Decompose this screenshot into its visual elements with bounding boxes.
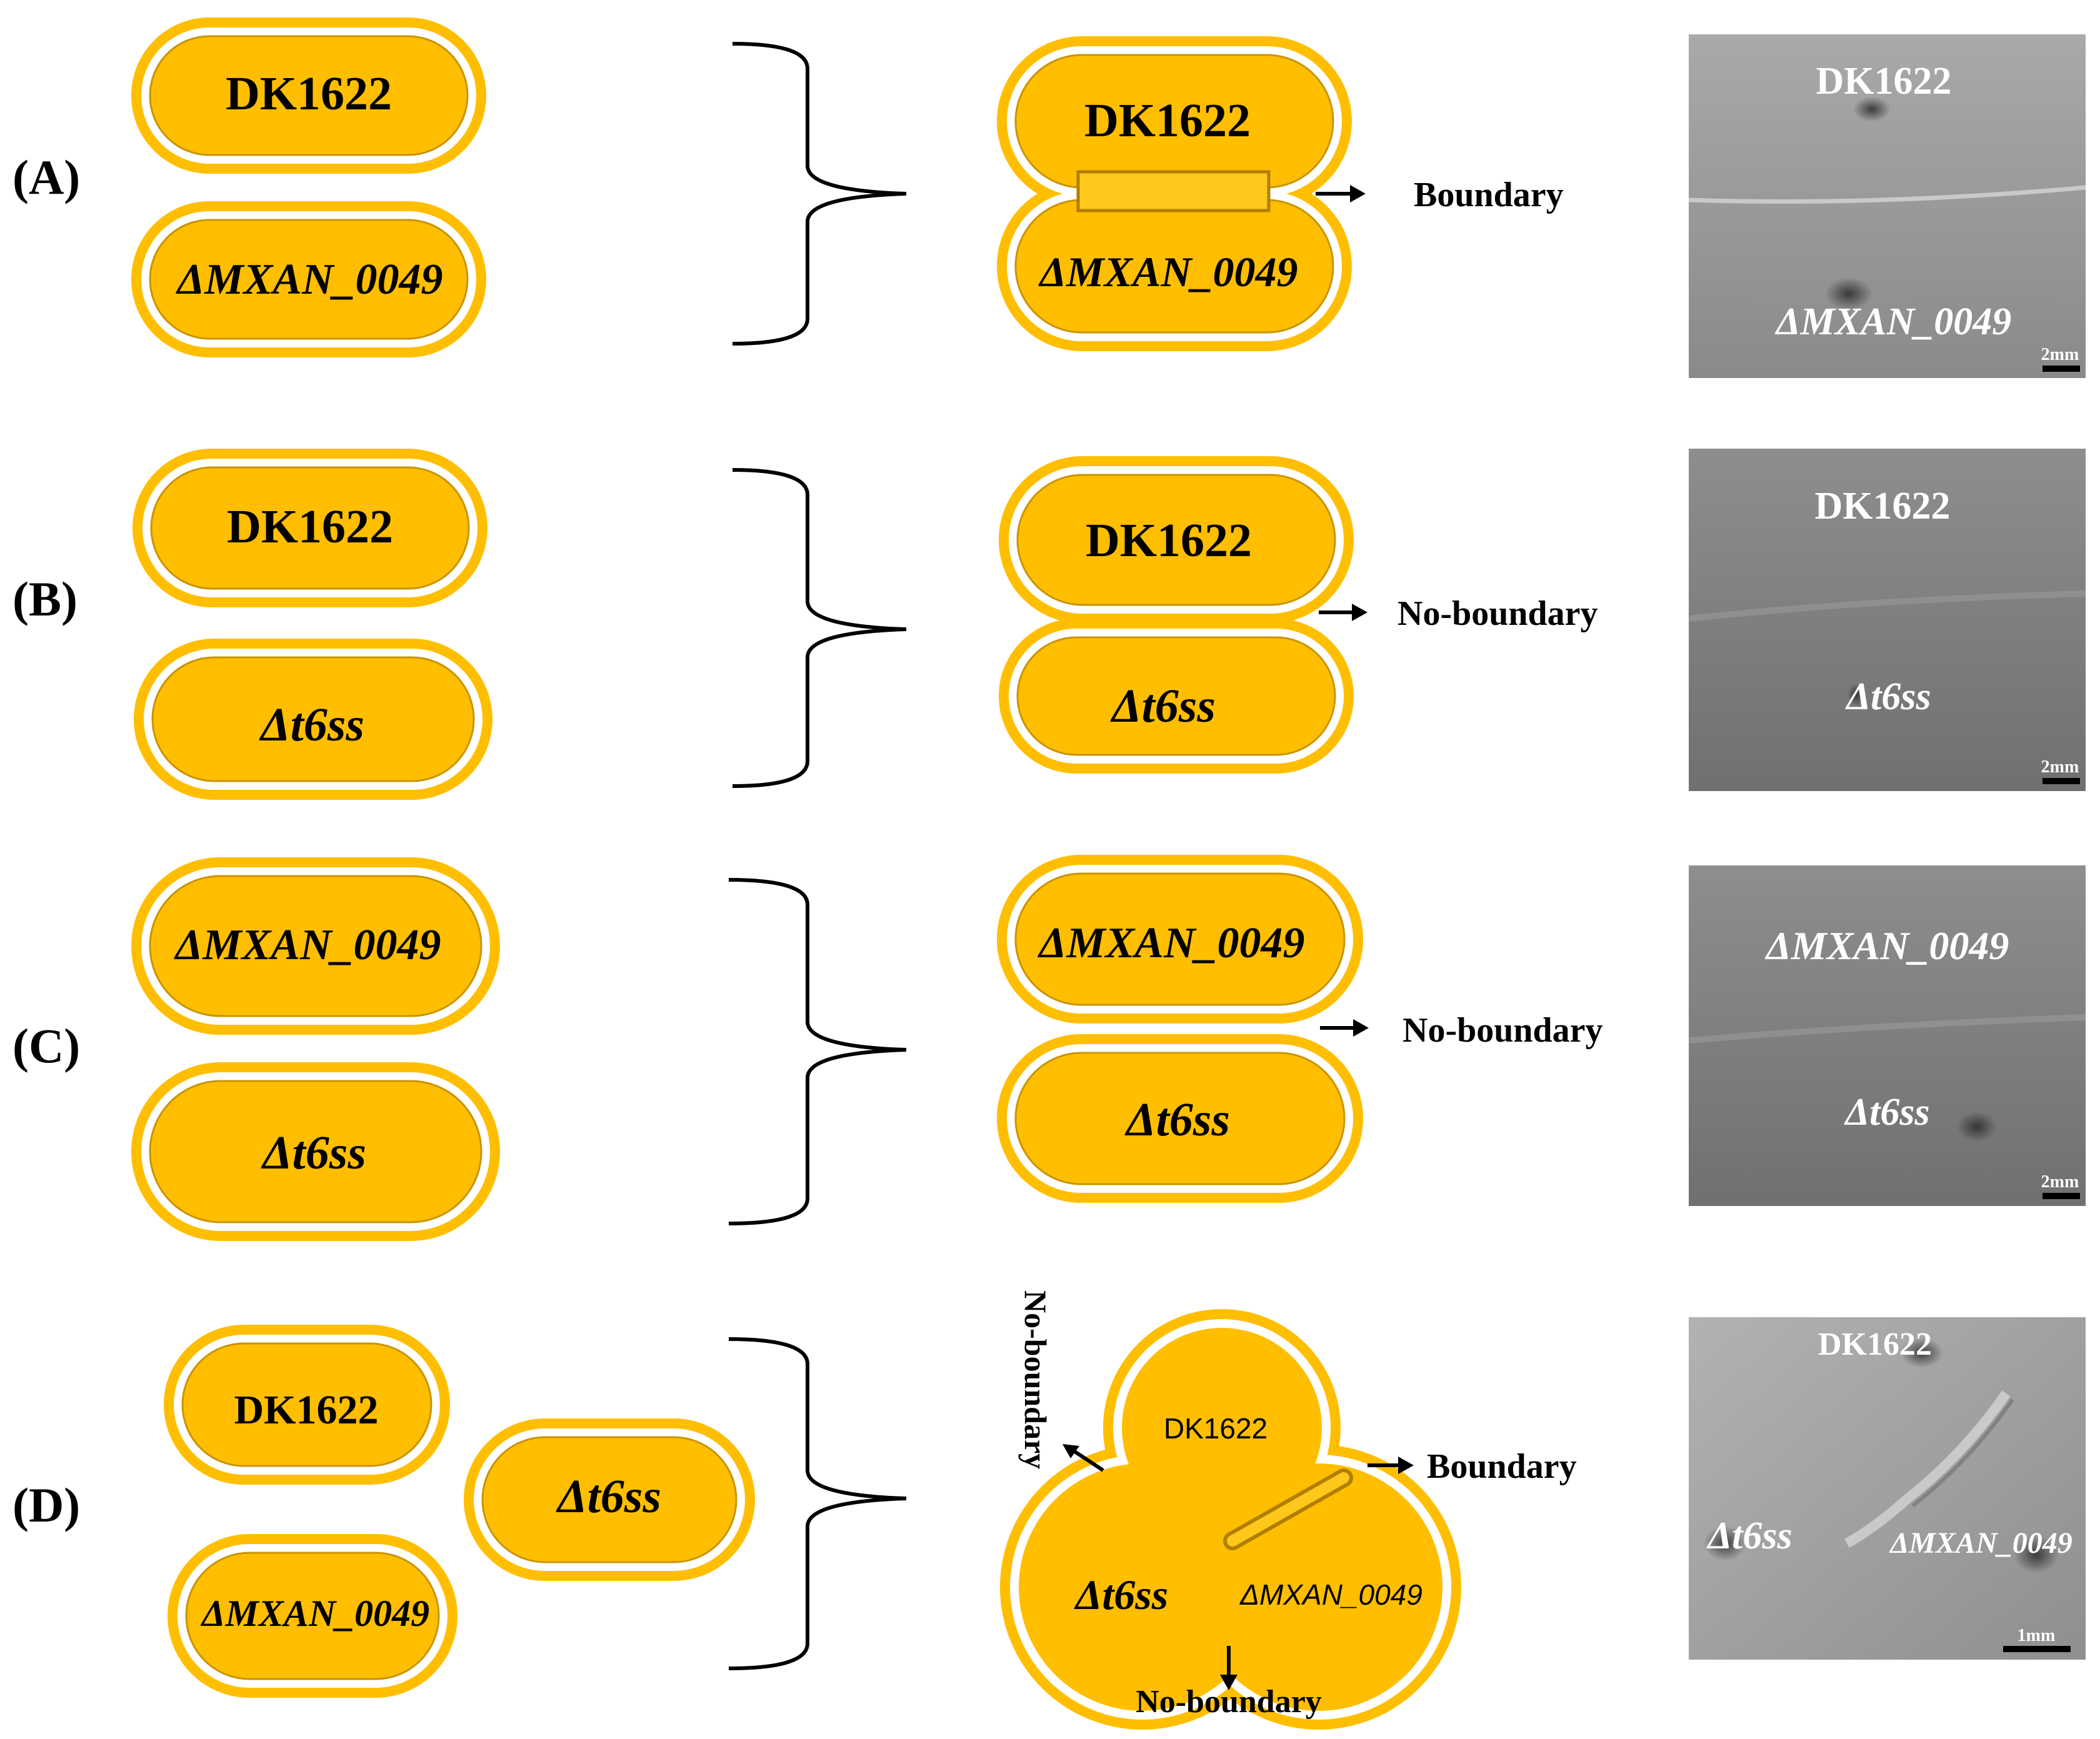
arrow-head-icon [1350,185,1366,202]
colony-a-top: DK1622 [131,17,486,174]
colony-d-2: Δt6ss [464,1418,755,1581]
panel-label-b: (B) [12,572,78,626]
strain-label: DK1622 [227,501,393,553]
scale-text: 2mm [2041,345,2079,364]
strain-label: Δt6ss [261,1127,366,1179]
colony-c-bottom: Δt6ss [131,1062,500,1241]
merged-label-bottom: ΔMXAN_0049 [1038,248,1298,296]
photo-label-left: Δt6ss [1706,1515,1792,1557]
arrow-head-icon [1353,1019,1369,1037]
scale-bar [2042,1193,2080,1199]
strain-label: DK1622 [234,1387,379,1433]
arrow-head-icon [1352,604,1368,621]
arrow-head-icon [1220,1675,1238,1690]
merged-label-bottom: Δt6ss [1110,680,1216,732]
merged-label-left: Δt6ss [1074,1571,1168,1618]
merge-brace [728,878,907,1225]
strain-label: DK1622 [226,67,392,120]
merge-brace [728,1337,907,1670]
panel-label-a: (A) [12,150,80,204]
merged-label-top: DK1622 [1086,514,1252,567]
strain-label: ΔMXAN_0049 [201,1593,429,1634]
photo-a: DK1622 ΔMXAN_0049 2mm [1688,34,2086,378]
strain-label: Δt6ss [556,1470,661,1523]
photo-d: DK1622 Δt6ss ΔMXAN_0049 1mm [1689,1317,2086,1660]
strain-label: ΔMXAN_0049 [175,256,442,304]
merged-colony-d: DK1622 Δt6ss ΔMXAN_0049 [1000,1309,1461,1730]
strain-label: Δt6ss [259,699,364,751]
photo-label-top: DK1622 [1816,60,1952,102]
photo-label-bottom: Δt6ss [1843,1091,1929,1134]
arrow-head-icon [1398,1457,1414,1474]
annotation-no-boundary-bottom: No-boundary [1136,1684,1322,1720]
panel-d: (D) DK1622 Δt6ss ΔMXAN_0049 [12,1290,2086,1730]
scale-text: 2mm [2041,757,2079,777]
boundary-bar [1076,170,1271,212]
panel-label-c: (C) [12,1019,80,1073]
colony-a-bottom: ΔMXAN_0049 [131,201,486,357]
photo-label-top: DK1622 [1815,485,1951,527]
photo-label-top: DK1622 [1818,1327,1932,1362]
merged-label-top: ΔMXAN_0049 [1037,919,1304,967]
annotation-boundary: Boundary [1414,176,1564,214]
annotation-no-boundary-left: No-boundary [1018,1290,1053,1469]
merged-label-top: DK1622 [1164,1412,1268,1445]
panel-c: (C) ΔMXAN_0049 Δt6ss ΔMXAN_0049 Δt6ss N [12,855,2086,1241]
arrow-head-icon [1062,1444,1079,1458]
photo-label-right: ΔMXAN_0049 [1889,1527,2072,1560]
colony-b-bottom: Δt6ss [134,639,492,800]
scale-text: 1mm [2018,1626,2056,1645]
annotation-no-boundary: No-boundary [1402,1011,1603,1050]
merged-colony-c: ΔMXAN_0049 Δt6ss [997,855,1363,1203]
panel-label-d: (D) [12,1478,80,1532]
photo-label-bottom: Δt6ss [1844,675,1931,718]
panel-b: (B) DK1622 Δt6ss DK1622 Δt6ss No-bounda [12,449,2086,800]
colony-d-1: DK1622 [164,1325,450,1485]
photo-b: DK1622 Δt6ss 2mm [1688,449,2086,791]
scale-bar [2042,366,2080,372]
merged-colony-b: DK1622 Δt6ss [999,456,1354,774]
merged-label-right: ΔMXAN_0049 [1239,1578,1422,1611]
merge-brace [732,468,907,788]
merged-colony-a: DK1622 ΔMXAN_0049 [997,36,1352,351]
colony-d-3: ΔMXAN_0049 [168,1534,458,1698]
photo-c: ΔMXAN_0049 Δt6ss 2mm [1688,865,2086,1206]
merged-label-top: DK1622 [1084,94,1251,147]
scale-text: 2mm [2041,1172,2079,1192]
annotation-arrow [1071,1448,1104,1472]
colony-b-top: DK1622 [132,449,488,607]
scale-bar [2003,1646,2071,1652]
merge-brace [732,42,907,346]
strain-label: ΔMXAN_0049 [173,921,441,969]
photo-label-top: ΔMXAN_0049 [1764,924,2009,968]
photo-label-bottom: ΔMXAN_0049 [1774,301,2011,343]
annotation-no-boundary: No-boundary [1398,594,1598,633]
scale-bar [2042,778,2080,784]
annotation-boundary-right: Boundary [1427,1447,1577,1486]
merged-label-bottom: Δt6ss [1124,1094,1230,1146]
panel-a: (A) DK1622 ΔMXAN_0049 DK1622 ΔMXAN_0049 [12,17,2086,378]
colony-c-top: ΔMXAN_0049 [131,857,500,1035]
